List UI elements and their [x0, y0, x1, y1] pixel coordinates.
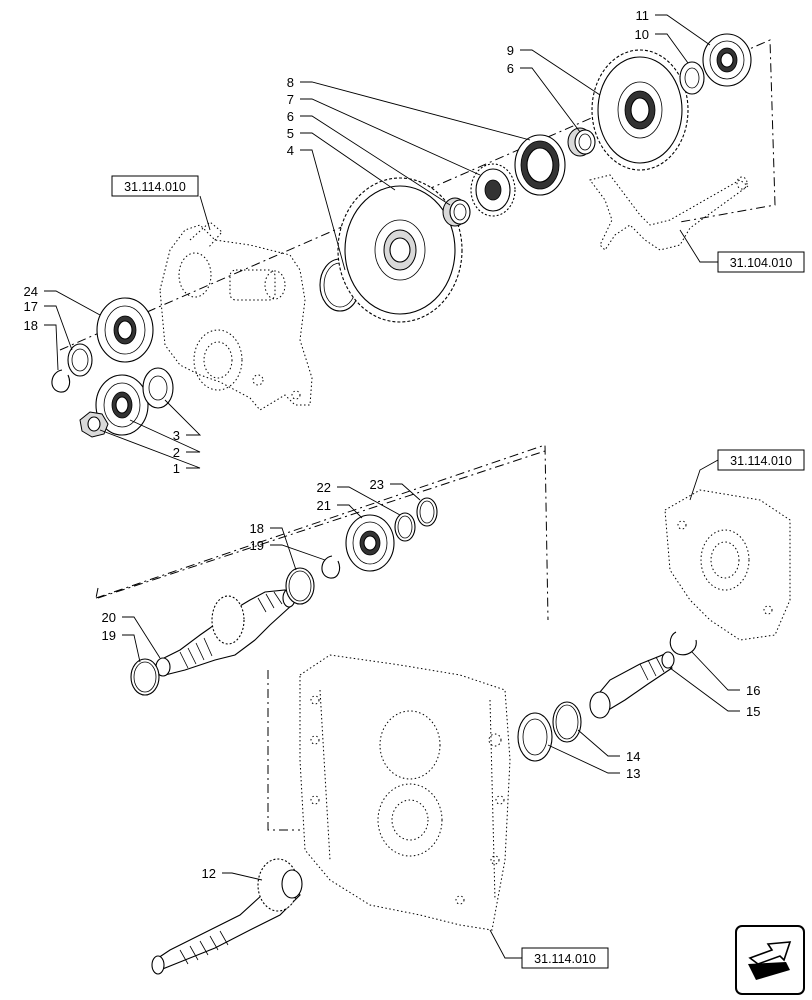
callout-21: 21	[317, 498, 331, 513]
seal-13	[517, 712, 553, 762]
callout-4: 4	[287, 143, 294, 158]
bearing-2	[95, 374, 149, 436]
reference-link-text[interactable]: 31.104.010	[730, 256, 793, 270]
callout-6-right: 6	[507, 61, 514, 76]
callout-11: 11	[636, 8, 650, 23]
bushing-6-right	[567, 127, 596, 157]
snap-ring-19-left	[130, 658, 160, 696]
callout-13: 13	[626, 766, 640, 781]
stub-shaft-15	[589, 651, 675, 719]
bushing-6-left	[442, 197, 471, 227]
input-shaft-12	[151, 858, 303, 975]
callout-23: 23	[370, 477, 384, 492]
callout-16: 16	[746, 683, 760, 698]
shaft-20	[155, 588, 296, 677]
spacer-3	[142, 367, 174, 409]
bearing-24	[96, 297, 154, 363]
lower-housing	[299, 654, 511, 931]
callout-20: 20	[102, 610, 116, 625]
circlip-18-upper	[51, 369, 71, 393]
callout-9: 9	[507, 43, 514, 58]
reference-link-text[interactable]: 31.114.010	[534, 952, 596, 966]
reference-box-lower-housing[interactable]: 31.114.010	[521, 947, 609, 969]
callout-labels: 1 2 3 4 5 6 6 7 8 9 10 11 12 13 14 15 16…	[24, 8, 761, 881]
callout-15: 15	[746, 704, 760, 719]
clip-16	[669, 631, 697, 656]
reference-box-upper-left[interactable]: 31.114.010	[111, 175, 199, 197]
callout-14: 14	[626, 749, 640, 764]
right-cover	[664, 489, 791, 641]
shift-fork	[589, 174, 749, 251]
bearing-21	[345, 514, 395, 572]
callout-24: 24	[24, 284, 38, 299]
callout-2: 2	[173, 445, 180, 460]
reference-box-fork[interactable]: 31.104.010	[717, 251, 805, 273]
leader-lines	[44, 14, 740, 959]
callout-18-lower: 18	[250, 521, 264, 536]
callout-8: 8	[287, 75, 294, 90]
reference-link-text[interactable]: 31.114.010	[124, 180, 186, 194]
washer-17	[67, 343, 93, 377]
gear-5	[337, 177, 463, 323]
reference-link-text[interactable]: 31.114.010	[730, 454, 792, 468]
lower-assembly-centerline	[97, 449, 549, 831]
callout-22: 22	[317, 480, 331, 495]
gear-9	[591, 49, 689, 171]
callout-19-left: 19	[102, 628, 116, 643]
callout-3: 3	[173, 428, 180, 443]
callout-12: 12	[202, 866, 216, 881]
circlip-18-lower	[321, 555, 341, 579]
o-ring-23	[416, 497, 438, 527]
washer-10	[679, 61, 705, 95]
callout-7: 7	[287, 92, 294, 107]
upper-housing	[159, 221, 313, 411]
callout-19-right: 19	[250, 538, 264, 553]
o-ring-22	[394, 512, 416, 542]
nut-1	[79, 411, 109, 438]
o-ring-14	[552, 701, 582, 743]
exploded-view-arrow-icon[interactable]	[735, 925, 805, 995]
callout-10: 10	[635, 27, 649, 42]
callout-6-left: 6	[287, 109, 294, 124]
reference-box-right-cover[interactable]: 31.114.010	[717, 449, 805, 471]
callout-5: 5	[287, 126, 294, 141]
callout-1: 1	[173, 461, 180, 476]
callout-18-upper: 18	[24, 318, 38, 333]
callout-17: 17	[24, 299, 38, 314]
snap-ring-19-right	[285, 567, 315, 605]
bearing-11	[702, 33, 752, 87]
needle-bearing-8	[514, 134, 566, 196]
gear-7	[470, 163, 516, 217]
